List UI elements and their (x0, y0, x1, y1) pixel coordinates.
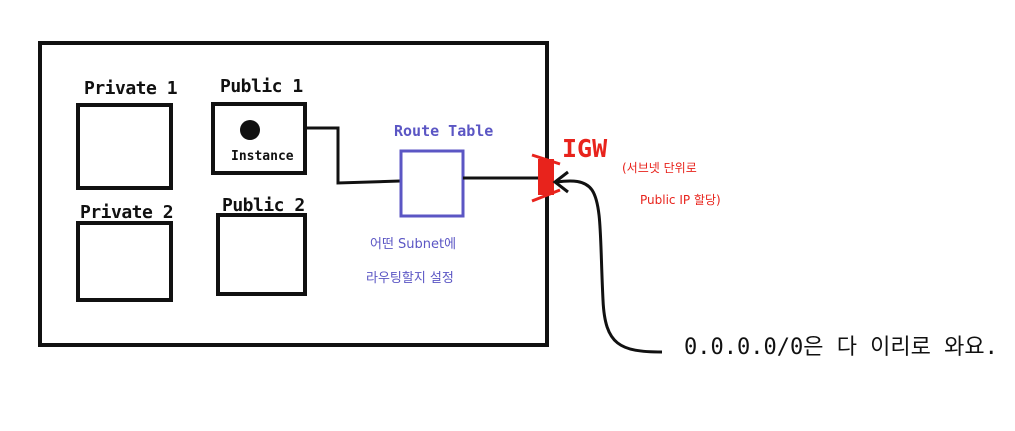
subnet-box-public1 (211, 102, 307, 175)
bottom-note: 0.0.0.0/0은 다 이리로 와요. (684, 335, 998, 360)
label-instance: Instance (231, 149, 294, 164)
label-igw: IGW (562, 134, 608, 163)
label-route-table: Route Table (394, 122, 494, 140)
route-table-note-line1: 어떤 Subnet에 (370, 237, 457, 252)
label-private1: Private 1 (84, 78, 178, 99)
route-table-box (399, 149, 465, 218)
label-private2: Private 2 (80, 202, 174, 223)
instance-dot (240, 120, 260, 140)
igw-note-line1: (서브넷 단위로 (622, 161, 697, 175)
traffic-arrow-head (552, 170, 569, 194)
subnet-box-public2 (216, 213, 307, 296)
label-public2: Public 2 (222, 195, 305, 216)
public1-to-route-line (305, 126, 401, 185)
igw-note-line2: Public IP 할당) (640, 193, 721, 207)
label-public1: Public 1 (220, 76, 303, 97)
route-table-note-line2: 라우팅할지 설정 (366, 271, 454, 286)
subnet-box-private2 (76, 221, 173, 302)
traffic-arrow (555, 179, 663, 354)
subnet-box-private1 (76, 103, 173, 190)
igw-marker (531, 153, 561, 203)
